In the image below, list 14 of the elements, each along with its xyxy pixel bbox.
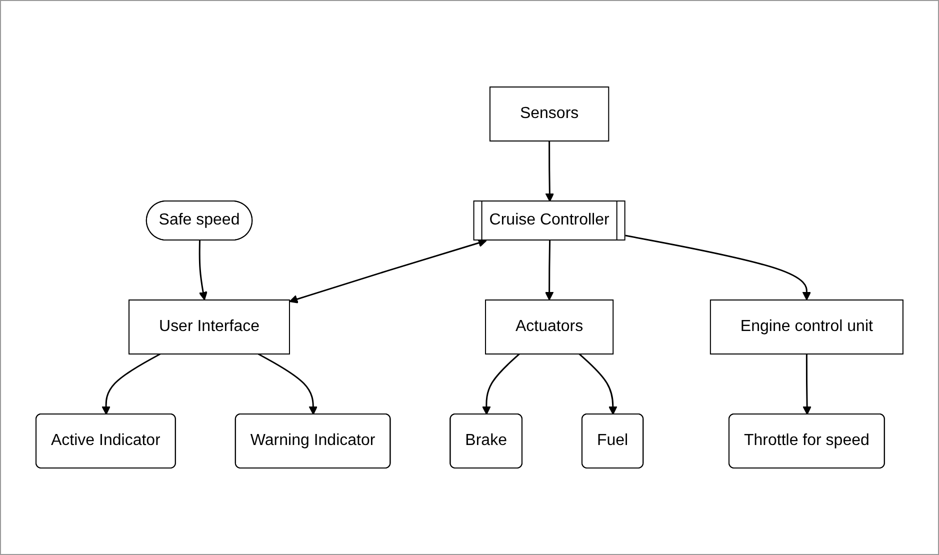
arrow [544, 240, 554, 300]
arrow [578, 353, 618, 415]
arrow [289, 238, 487, 304]
arrow [102, 353, 161, 415]
arrow [545, 141, 554, 202]
node-box: Engine control unit [710, 300, 904, 354]
arrow [482, 353, 520, 415]
arrow [802, 354, 812, 415]
node-box: User Interface [128, 300, 290, 354]
arrow [198, 240, 208, 300]
arrow [625, 234, 812, 300]
node-box: Sensors [489, 86, 610, 142]
arrow [258, 353, 318, 415]
node-box: Actuators [485, 300, 614, 354]
